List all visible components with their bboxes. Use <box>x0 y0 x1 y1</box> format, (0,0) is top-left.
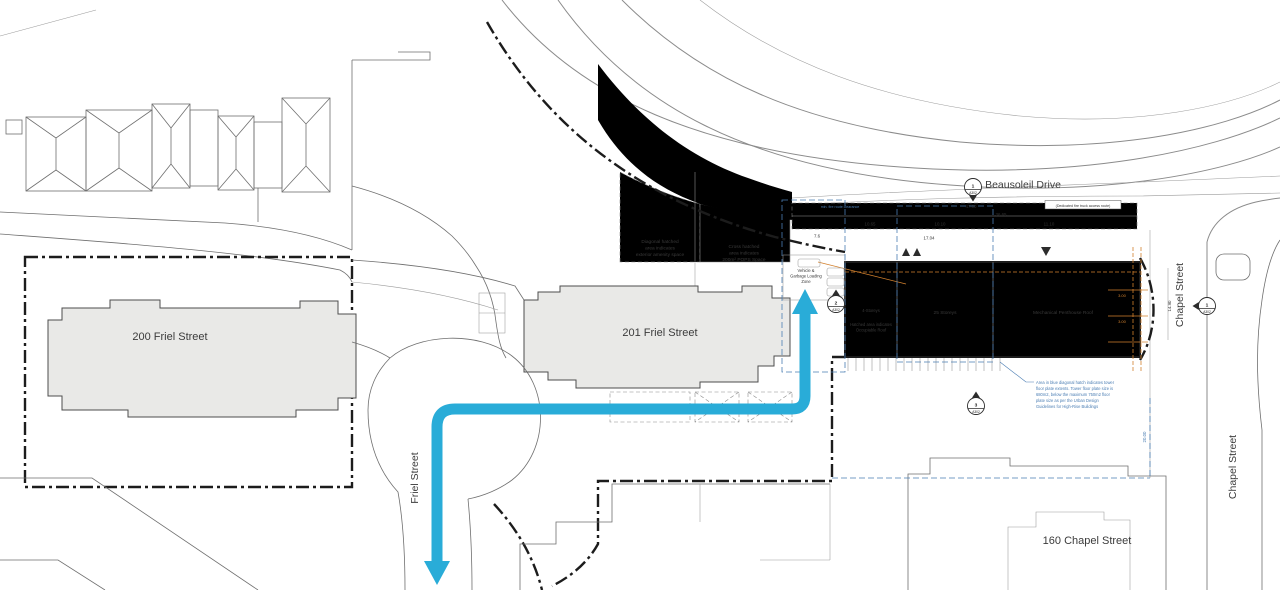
friel-culdesac <box>351 259 541 590</box>
amenity-note: Diagonal hatched area indicates exterior… <box>636 239 685 258</box>
survey-triangles-up <box>902 248 921 256</box>
svg-text:4-Storeys: 4-Storeys <box>862 308 880 313</box>
svg-text:1: 1 <box>1206 303 1209 309</box>
street-label-chapel-lower: Chapel Street <box>1227 435 1239 499</box>
svg-text:200m² POPS Space: 200m² POPS Space <box>722 257 766 263</box>
street-label-chapel-upper: Chapel Street <box>1174 263 1186 327</box>
svg-text:Occupiable Roof: Occupiable Roof <box>856 328 887 333</box>
south-parcels <box>0 477 831 590</box>
chapel-road <box>1149 197 1280 590</box>
section-marker-icon: 2 A302 <box>827 289 845 313</box>
svg-text:680m2, below the maximum 750m2: 680m2, below the maximum 750m2 floor <box>1036 392 1111 397</box>
route-arrow <box>424 289 818 585</box>
building-160-chapel <box>907 457 1167 590</box>
svg-text:Area in blue diagonal hatch in: Area in blue diagonal hatch indicates to… <box>1036 380 1115 385</box>
section-marker-icon: 1 A302 <box>964 178 982 202</box>
proposed-building-notes: 4-Storeys Hatched area indicates Occupia… <box>850 308 1094 333</box>
retaining-ticks <box>847 358 1001 371</box>
svg-text:A302: A302 <box>1203 310 1211 314</box>
route-arrow-head-up <box>792 289 818 314</box>
svg-text:Garbage Loading: Garbage Loading <box>790 274 822 279</box>
fire-route-box-label: (Dedicated fire truck access route) <box>1056 204 1111 208</box>
svg-text:1: 1 <box>972 184 975 190</box>
pops-note: Cross hatched area indicates 200m² POPS … <box>722 244 766 263</box>
road-verge-hatch <box>598 64 792 220</box>
dimension-labels: 47.00 36.65 10.10 11.10 17.04 7.6 10.65 … <box>814 204 1172 443</box>
svg-text:11.10: 11.10 <box>1044 222 1055 227</box>
svg-text:Vehicle &: Vehicle & <box>797 268 814 273</box>
svg-text:14.90: 14.90 <box>1167 300 1172 312</box>
section-marker-icon: 1 A302 <box>1192 297 1216 315</box>
loading-zone-note: Vehicle & Garbage Loading Zone <box>790 268 822 284</box>
label-160-chapel: 160 Chapel Street <box>1043 535 1132 547</box>
proposed-building <box>817 247 1148 372</box>
svg-text:7.6: 7.6 <box>814 234 821 239</box>
svg-text:Guidelines for High-Rise Build: Guidelines for High-Rise Buildings <box>1036 404 1098 409</box>
svg-text:Zone: Zone <box>801 279 811 284</box>
fire-clearance-note: min. fire route clearance <box>821 205 860 209</box>
svg-text:25 Storeys: 25 Storeys <box>934 310 958 316</box>
tower-floorplate-note: Area in blue diagonal hatch indicates to… <box>1036 380 1115 409</box>
svg-text:10.65: 10.65 <box>865 222 877 227</box>
svg-text:3: 3 <box>975 403 978 409</box>
beausoleil-road <box>501 0 1280 206</box>
svg-text:Hatched area indicates: Hatched area indicates <box>850 322 892 327</box>
svg-text:exterior amenity space: exterior amenity space <box>636 252 685 258</box>
svg-text:plate size as per the Urban De: plate size as per the Urban Design <box>1036 398 1100 403</box>
street-label-friel: Friel Street <box>409 452 421 503</box>
section-marker-icon: 3 A302 <box>967 391 985 415</box>
label-200-friel: 200 Friel Street <box>132 331 207 343</box>
svg-text:36.65: 36.65 <box>996 212 1008 217</box>
tower-extent-lines <box>781 199 1151 479</box>
svg-text:Diagonal hatched: Diagonal hatched <box>641 239 679 245</box>
svg-text:area indicates: area indicates <box>645 246 675 252</box>
svg-text:2: 2 <box>835 301 838 307</box>
survey-triangle-down <box>1041 247 1051 256</box>
street-label-beausoleil: Beausoleil Drive <box>985 179 1061 191</box>
svg-text:3.00: 3.00 <box>1118 319 1127 324</box>
svg-text:floor plate extents. Tower flo: floor plate extents. Tower floor plate s… <box>1036 386 1113 391</box>
traffic-island <box>1215 253 1251 281</box>
svg-text:A302: A302 <box>969 191 977 195</box>
svg-text:Mechanical Penthouse Roof: Mechanical Penthouse Roof <box>1033 310 1094 316</box>
building-200-friel <box>47 299 357 418</box>
background-roads <box>0 9 507 359</box>
svg-text:17.04: 17.04 <box>924 236 936 241</box>
svg-text:A302: A302 <box>972 410 980 414</box>
svg-text:area indicates: area indicates <box>729 251 759 257</box>
svg-text:20.00: 20.00 <box>1142 431 1147 443</box>
svg-text:10.10: 10.10 <box>935 222 947 227</box>
svg-text:47.00: 47.00 <box>966 204 978 209</box>
rowhouses <box>5 97 331 193</box>
building-201-friel <box>523 285 791 389</box>
route-arrow-head-down <box>424 561 450 585</box>
fire-route-label-box: (Dedicated fire truck access route) <box>1044 200 1122 210</box>
label-201-friel: 201 Friel Street <box>622 327 697 339</box>
svg-text:A302: A302 <box>832 308 840 312</box>
svg-text:3.00: 3.00 <box>1118 293 1127 298</box>
svg-text:Cross hatched: Cross hatched <box>729 244 760 250</box>
